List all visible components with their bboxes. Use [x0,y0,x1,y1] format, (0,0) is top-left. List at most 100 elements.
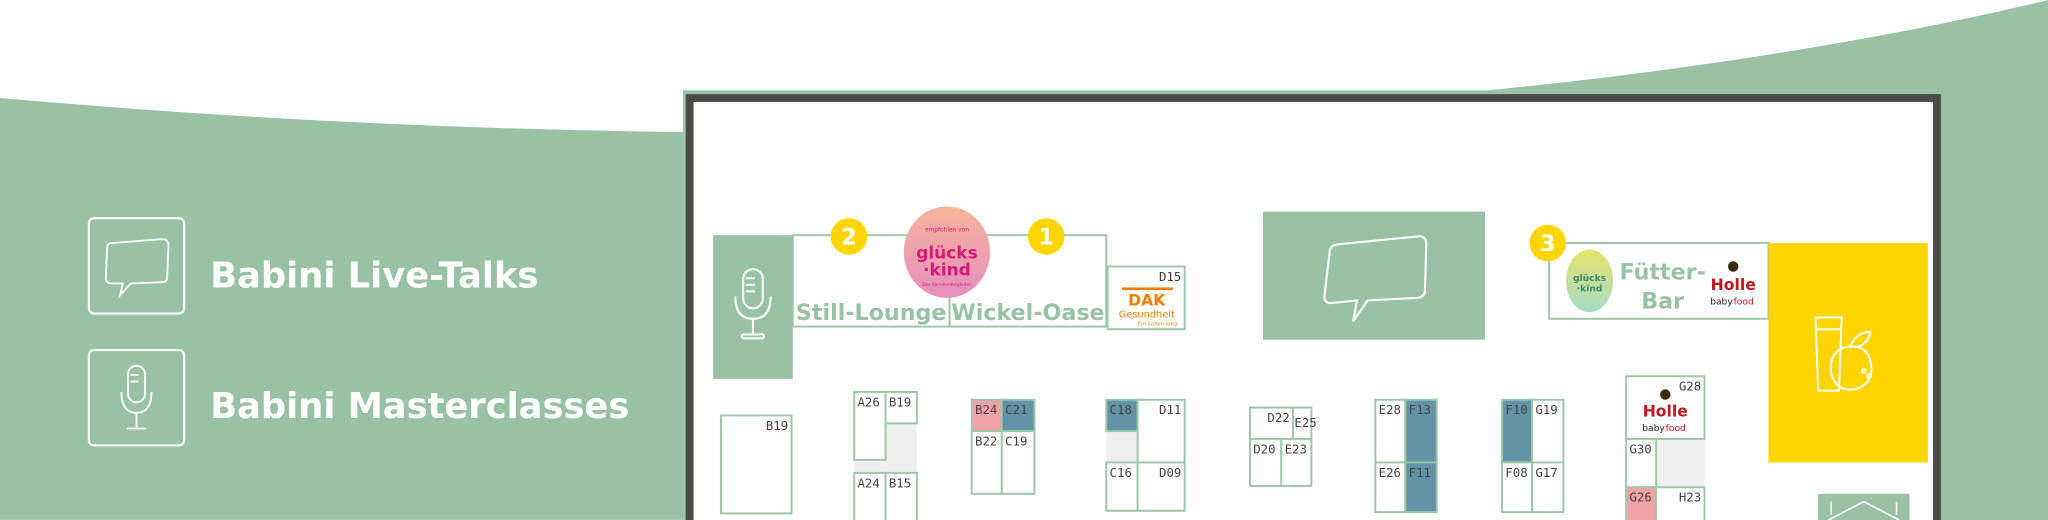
booth-e28[interactable]: E28 [1374,398,1407,464]
svg-text:Holle: Holle [1643,402,1688,421]
booth-label: B15 [889,475,911,490]
booth-rect [970,430,1003,495]
booth-rect [884,390,918,425]
booth-f08[interactable]: F08 [1501,461,1534,514]
booth-b24[interactable]: B24 [970,398,1003,433]
booth-c18[interactable]: C18 [1105,398,1139,433]
fuetter-bar-area[interactable]: glücks ·kind Fütter- Bar Holle baby food [1548,242,1770,320]
svg-text:1: 1 [1038,224,1053,250]
booth-label: D22 [1267,410,1289,425]
svg-text:Ein Leben lang: Ein Leben lang [1136,321,1178,327]
booth-label: B19 [889,394,911,409]
booth-rect [720,414,793,515]
background-fill-right [1940,78,2048,520]
booth-d20[interactable]: D20 [1248,437,1283,487]
fuetter-bar-label-2: Bar [1641,288,1684,314]
booth-rect [1000,398,1036,433]
aisle [1106,431,1138,463]
booth-d15[interactable]: D15 [1159,269,1181,284]
svg-text:empfohlen von: empfohlen von [925,227,969,233]
background-wave-left [0,98,684,520]
booth-label: G26 [1629,490,1651,505]
booth-g26[interactable]: G26 [1625,486,1658,520]
booth-label: C21 [1005,402,1027,417]
still-lounge-area[interactable]: Still-Lounge [791,234,951,328]
booth-e25[interactable]: E25 [1292,406,1317,440]
booth-rect [1136,461,1186,512]
booth-e23[interactable]: E23 [1280,437,1313,487]
booth-rect [1625,486,1658,520]
booth-rect [1531,398,1565,464]
booth-label: F11 [1409,465,1431,480]
microphone-icon [120,364,153,430]
speech-bubble-icon [1323,235,1428,322]
legend-item-live-talks[interactable]: Babini Live-Talks [87,217,539,315]
booth-b19[interactable]: B19 [884,390,918,425]
booth-label: C16 [1110,465,1132,480]
svg-text:food: food [1734,297,1754,307]
booth-g19[interactable]: G19 [1531,398,1565,464]
svg-text:·kind: ·kind [923,261,971,281]
speech-bubble-icon [104,238,170,299]
badge-3: 3 [1529,224,1567,262]
legend-label: Babini Live-Talks [210,255,538,296]
booth-d22[interactable]: D22 [1248,406,1295,440]
svg-text:food: food [1666,424,1686,434]
badge-2: 2 [830,218,868,255]
masterclass-stage[interactable] [713,235,793,379]
booth-label: G17 [1535,465,1557,480]
badge-1: 1 [1027,218,1065,255]
booth-g28[interactable]: G28 [1625,375,1706,440]
booth-g30[interactable]: G30 [1625,437,1658,489]
booth-d11[interactable]: D11 [1136,398,1186,464]
booth-rect [1655,486,1706,520]
booth-label: E26 [1379,465,1401,480]
booth-c19[interactable]: C19 [1000,430,1036,495]
booth-h23[interactable]: H23 [1655,486,1706,520]
drink-and-fruit-icon [1814,316,1873,392]
svg-text:Der Familienbegleiter: Der Familienbegleiter [922,282,971,288]
svg-text:baby: baby [1710,297,1733,307]
still-lounge-label: Still-Lounge [796,300,947,326]
glueckskind-logo: empfohlen von glücks ·kind Der Familienb… [903,206,991,298]
live-talk-stage[interactable] [1263,211,1486,340]
play-area[interactable] [1818,493,1910,520]
booth-c16[interactable]: C16 [1105,461,1139,512]
booth-f11[interactable]: F11 [1404,461,1438,514]
booth-label: F13 [1409,402,1431,417]
booth-f10[interactable]: F10 [1501,398,1534,464]
booth-rect [1000,430,1036,495]
booth-a24[interactable]: A24 [853,471,887,520]
booth-label: B24 [975,402,997,417]
catering-area[interactable] [1768,243,1928,463]
booth-rect [853,390,887,461]
booth-rect [1404,398,1438,464]
legend-item-masterclasses[interactable]: Babini Masterclasses [87,349,630,447]
booth-rect [1105,398,1139,433]
svg-text:DAK: DAK [1128,291,1166,310]
booth-rect [1374,461,1407,514]
booth-label: D11 [1159,402,1181,417]
booth-d09[interactable]: D09 [1136,461,1186,512]
booth-a26[interactable]: A26 [853,390,887,461]
fuetter-bar-label-1: Fütter- [1620,260,1706,286]
booth-label: F08 [1505,465,1527,480]
booth-e26[interactable]: E26 [1374,461,1407,514]
booth-b15[interactable]: B15 [884,471,918,520]
svg-text:glücks: glücks [1573,274,1606,284]
booth-b22[interactable]: B22 [970,430,1003,495]
legend-label: Babini Masterclasses [210,386,629,427]
booth-label: C19 [1005,433,1027,448]
booth-c21[interactable]: C21 [1000,398,1036,433]
booth-g17[interactable]: G17 [1531,461,1565,514]
booth-label: D09 [1159,465,1181,480]
booth-label: A26 [857,394,879,409]
svg-text:glücks: glücks [916,244,978,264]
booth-f13[interactable]: F13 [1404,398,1438,464]
microphone-icon [734,268,772,340]
booth-b19[interactable]: B19 [720,414,793,515]
svg-text:·kind: ·kind [1577,284,1603,294]
booth-rect [1280,437,1313,487]
